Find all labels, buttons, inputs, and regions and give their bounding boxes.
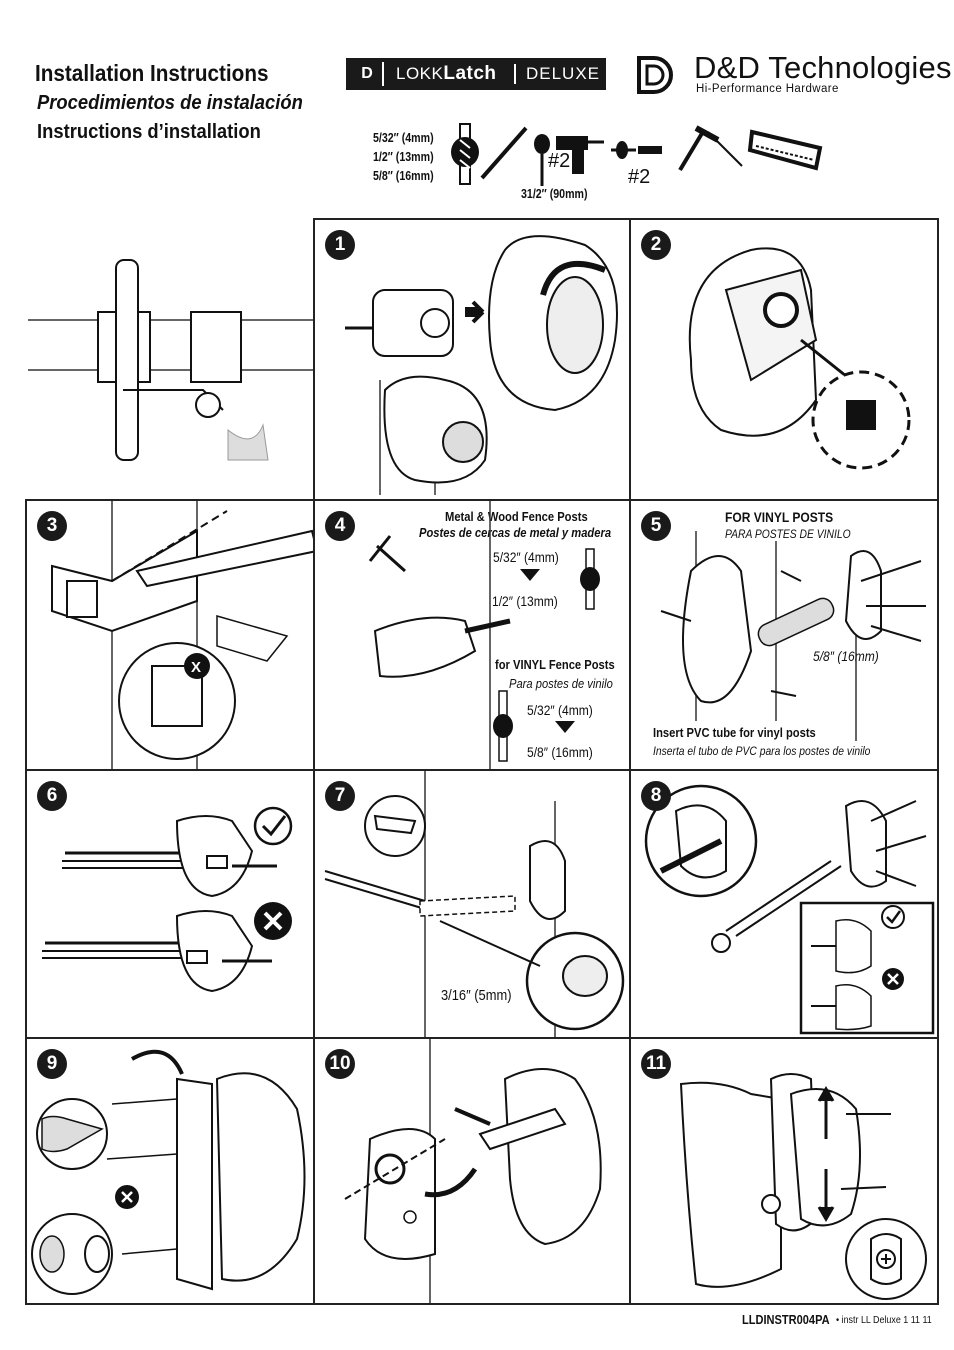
phillips-bit-icon	[611, 141, 662, 159]
step-11-panel: 11	[629, 1037, 939, 1305]
step-number: 8	[641, 781, 671, 811]
step-3-illustration: X	[51, 501, 313, 769]
insert-tube-label-es: Inserta el tubo de PVC para los postes d…	[653, 744, 871, 758]
title-english: Installation Instructions	[35, 60, 269, 86]
lokklatch-deluxe-logo: D LOKKLatch DELUXE	[346, 58, 606, 90]
vinyl-posts-heading: FOR VINYL POSTS	[725, 509, 834, 525]
step-number: 5	[641, 511, 671, 541]
vinyl-posts-label: for VINYL Fence Posts	[495, 657, 615, 672]
vinyl-posts-heading-es: PARA POSTES DE VINILO	[725, 527, 851, 541]
step-8-illustration	[644, 784, 935, 1035]
step-9-panel: 9	[25, 1037, 315, 1305]
check-icon	[253, 806, 293, 846]
tools-illustration	[451, 123, 823, 186]
drill-size-2: 1/2″ (13mm)	[373, 150, 434, 164]
step-11-illustration	[679, 1073, 927, 1300]
product-name: LOKKLatch	[396, 63, 497, 84]
drill-size-b: 1/2″ (13mm)	[492, 593, 558, 609]
product-edition: DELUXE	[513, 64, 600, 84]
step-number: 2	[641, 230, 671, 260]
title-spanish: Procedimientos de instalación	[37, 92, 303, 114]
drill-bit-icon	[493, 690, 513, 762]
metal-wood-posts-label: Metal & Wood Fence Posts	[445, 509, 588, 524]
step-2-panel: 2	[629, 218, 939, 501]
gate-overview-illustration	[28, 259, 313, 461]
step-number: 7	[325, 781, 355, 811]
company-name: D&D Technologies	[694, 50, 952, 85]
drill-size-c: 5/32″ (4mm)	[527, 702, 593, 718]
document-code: LLDINSTR004PA	[742, 1312, 830, 1327]
hammer-icon	[678, 125, 743, 172]
step-8-panel: 8	[629, 769, 939, 1039]
screwdriver-icon	[534, 134, 550, 186]
drill-bit-icon	[451, 123, 479, 185]
hacksaw-icon	[747, 129, 823, 171]
drill-size-3: 5/8″ (16mm)	[373, 169, 434, 183]
tube-size: 5/8″ (16mm)	[813, 648, 879, 664]
step-6-illustration	[42, 806, 293, 993]
dd-logo-icon: D	[352, 62, 384, 86]
svg-text:X: X	[191, 659, 201, 676]
step-number: 10	[325, 1049, 355, 1079]
step-number: 4	[325, 511, 355, 541]
vinyl-posts-label-es: Para postes de vinilo	[509, 676, 613, 691]
bit-length: 31/2″ (90mm)	[521, 187, 588, 201]
power-drill-icon	[556, 136, 604, 174]
insert-tube-label: Insert PVC tube for vinyl posts	[653, 725, 816, 740]
step-4-panel: 4 Metal & Wood Fence Posts Postes de cer…	[313, 499, 631, 771]
metal-wood-posts-label-es: Postes de cercas de metal y madera	[419, 525, 612, 540]
drill-bit-icon	[580, 548, 600, 610]
step-number: 6	[37, 781, 67, 811]
step-5-illustration	[660, 531, 926, 741]
step-10-panel: 10	[313, 1037, 631, 1305]
step-number: 11	[641, 1049, 671, 1079]
step-number: 1	[325, 230, 355, 260]
step-4-illustration	[368, 501, 600, 769]
company-tagline: Hi-Performance Hardware	[696, 83, 839, 95]
step-number: 9	[37, 1049, 67, 1079]
step-number: 3	[37, 511, 67, 541]
drill-size-1: 5/32″ (4mm)	[373, 131, 434, 145]
title-french: Instructions d’installation	[37, 121, 261, 143]
pencil-icon	[480, 126, 528, 180]
document-reference: • instr LL Deluxe 1 11 11	[836, 1314, 932, 1326]
drill-size-d: 5/8″ (16mm)	[527, 744, 593, 760]
step-9-illustration	[31, 1049, 306, 1295]
step-5-panel: 5 FOR VINYL POSTS PARA POSTES DE VINILO …	[629, 499, 939, 771]
step-1-illustration	[345, 235, 618, 495]
dd-technologies-logo-icon	[637, 56, 673, 94]
step-3-panel: 3 X	[25, 499, 315, 771]
phillips-size: #2	[628, 166, 651, 188]
step-7-panel: 7 3/16″ (5mm)	[313, 769, 631, 1039]
drill-size-a: 5/32″ (4mm)	[493, 549, 559, 565]
step-2-illustration	[688, 247, 911, 470]
pilot-hole-size: 3/16″ (5mm)	[441, 987, 512, 1004]
step-6-panel: 6	[25, 769, 315, 1039]
screwdriver-size: #2	[548, 150, 571, 172]
step-10-illustration	[344, 1039, 602, 1303]
step-7-illustration	[324, 771, 625, 1037]
step-1-panel: 1	[313, 218, 631, 501]
